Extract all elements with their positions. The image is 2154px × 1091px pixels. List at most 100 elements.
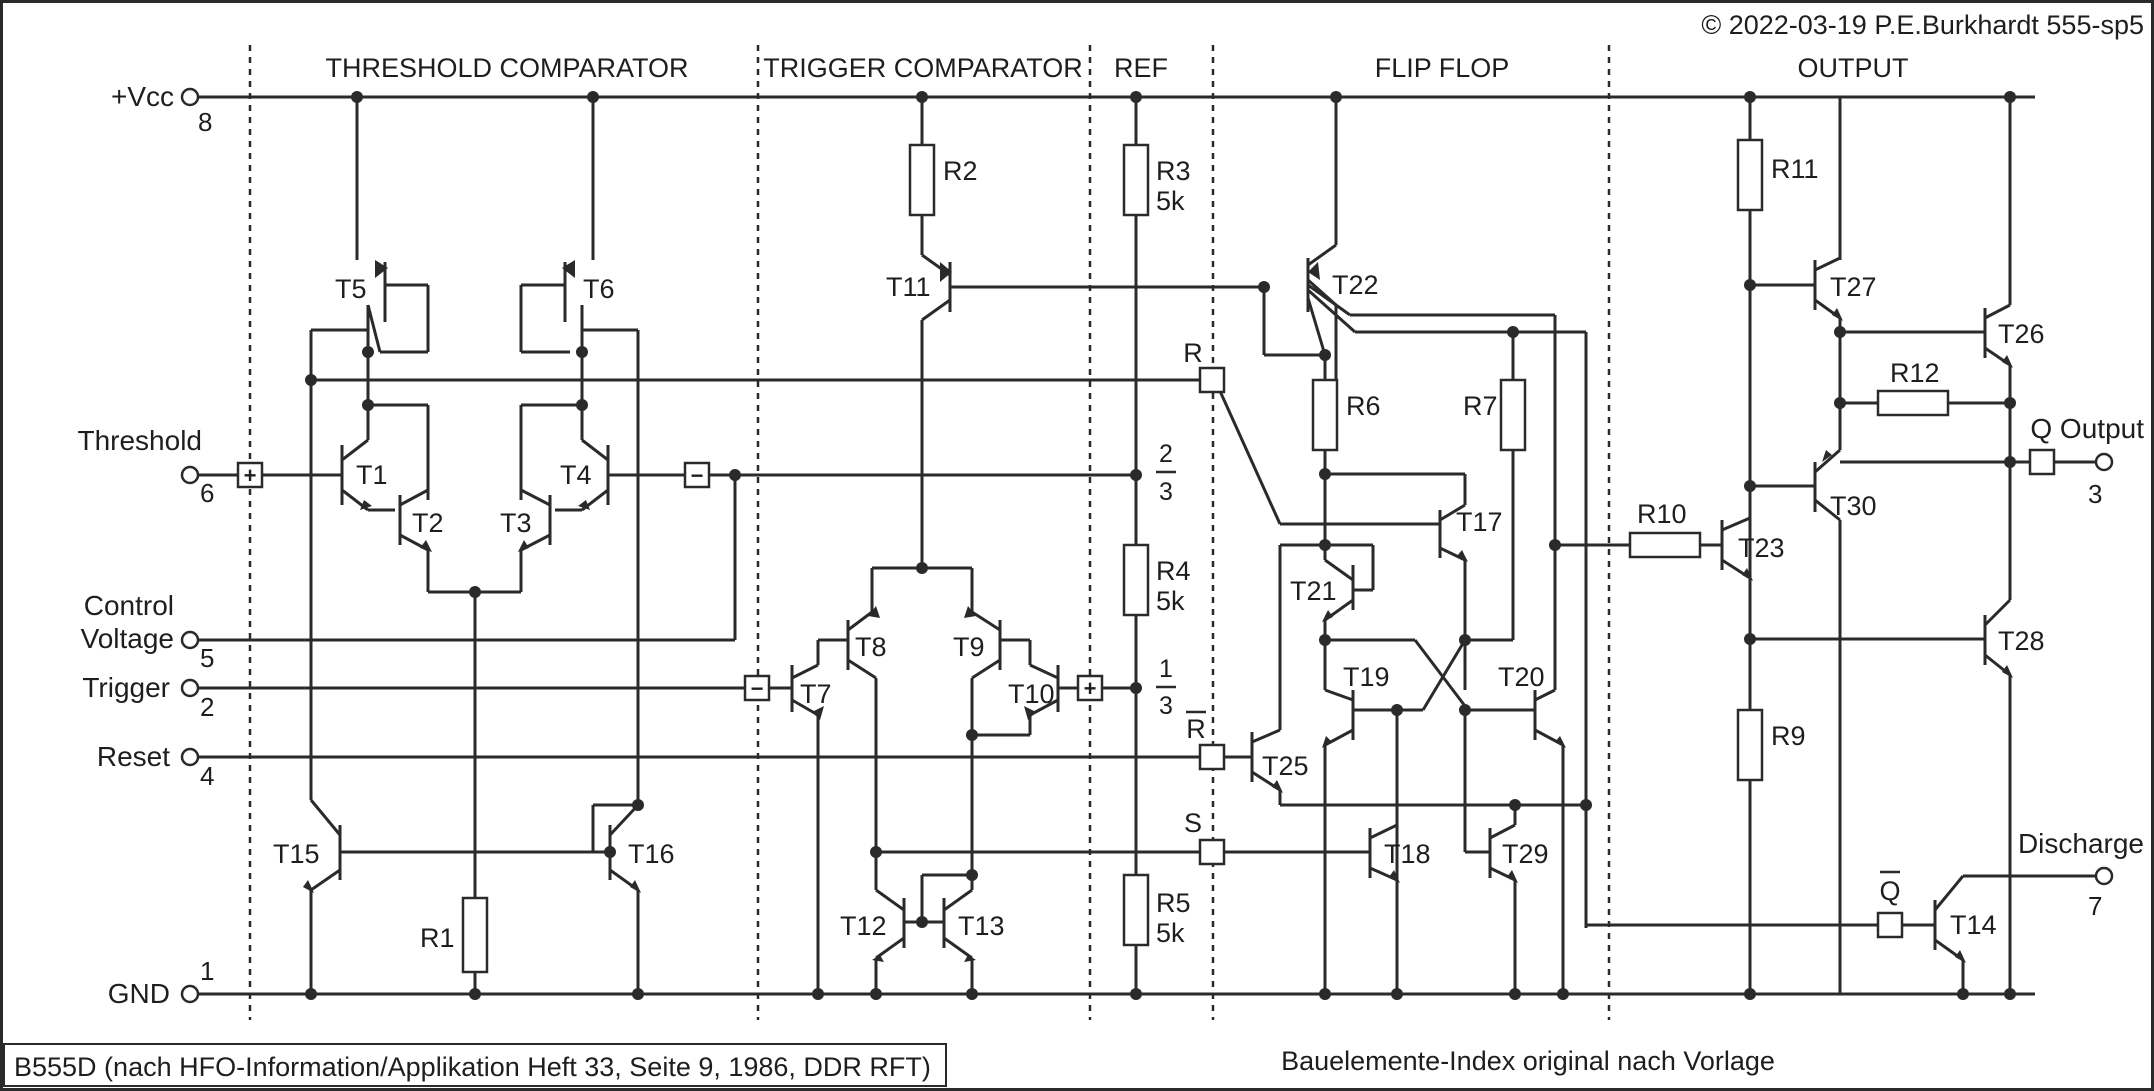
threshold-minus-input <box>683 461 711 489</box>
section-threshold-comparator: THRESHOLD COMPARATOR <box>325 53 688 83</box>
flipflop-r-input <box>1198 366 1226 394</box>
footer-note-text: Bauelemente-Index original nach Vorlage <box>1281 1046 1775 1076</box>
label-t25: T25 <box>1262 751 1309 781</box>
pin-discharge-label: Discharge <box>2018 828 2144 859</box>
flipflop-rbar-input <box>1198 743 1226 771</box>
pin-threshold-label: Threshold <box>77 425 202 456</box>
resistor-r11 <box>1736 138 1764 212</box>
label-r1: R1 <box>420 923 455 953</box>
label-r3-value: 5k <box>1156 186 1185 216</box>
label-t29: T29 <box>1502 839 1549 869</box>
resistor-r4 <box>1122 543 1150 617</box>
pin-reset-label: Reset <box>97 741 170 772</box>
label-t27: T27 <box>1830 272 1877 302</box>
pin-gnd-terminal <box>180 984 200 1004</box>
pin-control-label-line2: Voltage <box>81 623 174 654</box>
label-r2: R2 <box>943 156 978 186</box>
label-t18: T18 <box>1384 839 1431 869</box>
label-r7: R7 <box>1463 391 1498 421</box>
label-r3: R3 <box>1156 156 1191 186</box>
output-stage-circuit <box>1720 97 2096 994</box>
resistor-labels: R1 R2 R3 5k R4 5k R5 5k R6 R7 R9 R10 R11… <box>420 154 1940 953</box>
label-t16: T16 <box>628 839 675 869</box>
label-t19: T19 <box>1343 662 1390 692</box>
junction-dots <box>305 91 2016 1000</box>
resistor-r10 <box>1628 531 1702 559</box>
pin-reset-number: 4 <box>200 761 214 791</box>
label-t3: T3 <box>500 508 532 538</box>
trigger-comparator-circuit <box>790 97 1264 994</box>
pin-trigger-number: 2 <box>200 692 214 722</box>
pin-control-label-line1: Control <box>84 590 174 621</box>
flipflop-rbar-label: R <box>1186 714 1206 744</box>
transistor-labels: T1 T2 T3 T4 T5 T6 T7 T8 T9 T10 T11 T12 T… <box>273 270 2045 941</box>
pin-gnd-number: 1 <box>200 956 214 986</box>
label-t15: T15 <box>273 839 320 869</box>
section-output: OUTPUT <box>1798 53 1909 83</box>
pin-vcc-number: 8 <box>198 107 212 137</box>
pin-discharge-number: 7 <box>2088 891 2102 921</box>
label-r5: R5 <box>1156 888 1191 918</box>
footer-source-text: B555D (nach HFO-Information/Applikation … <box>14 1052 931 1082</box>
label-t13: T13 <box>958 911 1005 941</box>
trigger-plus-symbol: + <box>1084 676 1097 701</box>
q-output-box <box>2028 448 2056 476</box>
label-r4: R4 <box>1156 556 1191 586</box>
resistor-r3 <box>1122 143 1150 217</box>
trigger-minus-input <box>743 674 771 702</box>
section-trigger-comparator: TRIGGER COMPARATOR <box>763 53 1083 83</box>
label-t4: T4 <box>560 460 592 490</box>
label-t17: T17 <box>1456 507 1503 537</box>
threshold-plus-input <box>236 461 264 489</box>
ref-two-thirds-denominator: 3 <box>1159 478 1173 506</box>
label-t6: T6 <box>583 274 615 304</box>
resistor-r7 <box>1499 378 1527 452</box>
label-t5: T5 <box>335 274 367 304</box>
label-t8: T8 <box>855 632 887 662</box>
pin-threshold-number: 6 <box>200 478 214 508</box>
label-t30: T30 <box>1830 491 1877 521</box>
label-r5-value: 5k <box>1156 918 1185 948</box>
pin-trigger-terminal <box>180 678 200 698</box>
resistor-r6 <box>1311 378 1339 452</box>
label-r4-value: 5k <box>1156 586 1185 616</box>
threshold-comparator-circuit <box>309 97 1200 994</box>
ref-one-third-numerator: 1 <box>1159 655 1173 683</box>
input-wiring <box>199 473 1200 759</box>
section-ref: REF <box>1114 53 1168 83</box>
connector-boxes: + − − + <box>236 366 2056 939</box>
footer-source-box <box>3 1043 947 1087</box>
resistor-r1 <box>461 896 489 974</box>
qbar-input <box>1876 911 1904 939</box>
ref-one-third-denominator: 3 <box>1159 692 1173 720</box>
trigger-minus-symbol: − <box>751 676 764 701</box>
pin-terminals <box>180 87 2114 1004</box>
flipflop-s-label: S <box>1184 808 1202 838</box>
ref-two-thirds-numerator: 2 <box>1159 440 1173 468</box>
flipflop-s-input <box>1198 838 1226 866</box>
label-r6: R6 <box>1346 391 1381 421</box>
label-t1: T1 <box>356 460 388 490</box>
qbar-label: Q <box>1879 876 1900 906</box>
threshold-plus-symbol: + <box>244 463 257 488</box>
flipflop-r-label: R <box>1183 338 1203 368</box>
label-t11: T11 <box>886 272 931 302</box>
label-r10: R10 <box>1637 499 1687 529</box>
pin-gnd-label: GND <box>108 978 170 1009</box>
section-flip-flop: FLIP FLOP <box>1375 53 1510 83</box>
pin-vcc-terminal <box>180 87 200 107</box>
label-t10: T10 <box>1008 679 1055 709</box>
resistor-r9 <box>1736 708 1764 782</box>
resistor-r5 <box>1122 873 1150 947</box>
pin-output-terminal <box>2094 452 2114 472</box>
copyright-text: © 2022-03-19 P.E.Burkhardt 555-sp5 <box>1701 10 2144 40</box>
label-t21: T21 <box>1290 576 1337 606</box>
trigger-plus-input <box>1076 674 1104 702</box>
threshold-minus-symbol: − <box>691 463 704 488</box>
pin-output-label: Q Output <box>2030 413 2144 444</box>
label-t2: T2 <box>412 508 444 538</box>
pin-output-number: 3 <box>2088 479 2102 509</box>
label-r9: R9 <box>1771 721 1806 751</box>
pin-control-terminal <box>180 630 200 650</box>
